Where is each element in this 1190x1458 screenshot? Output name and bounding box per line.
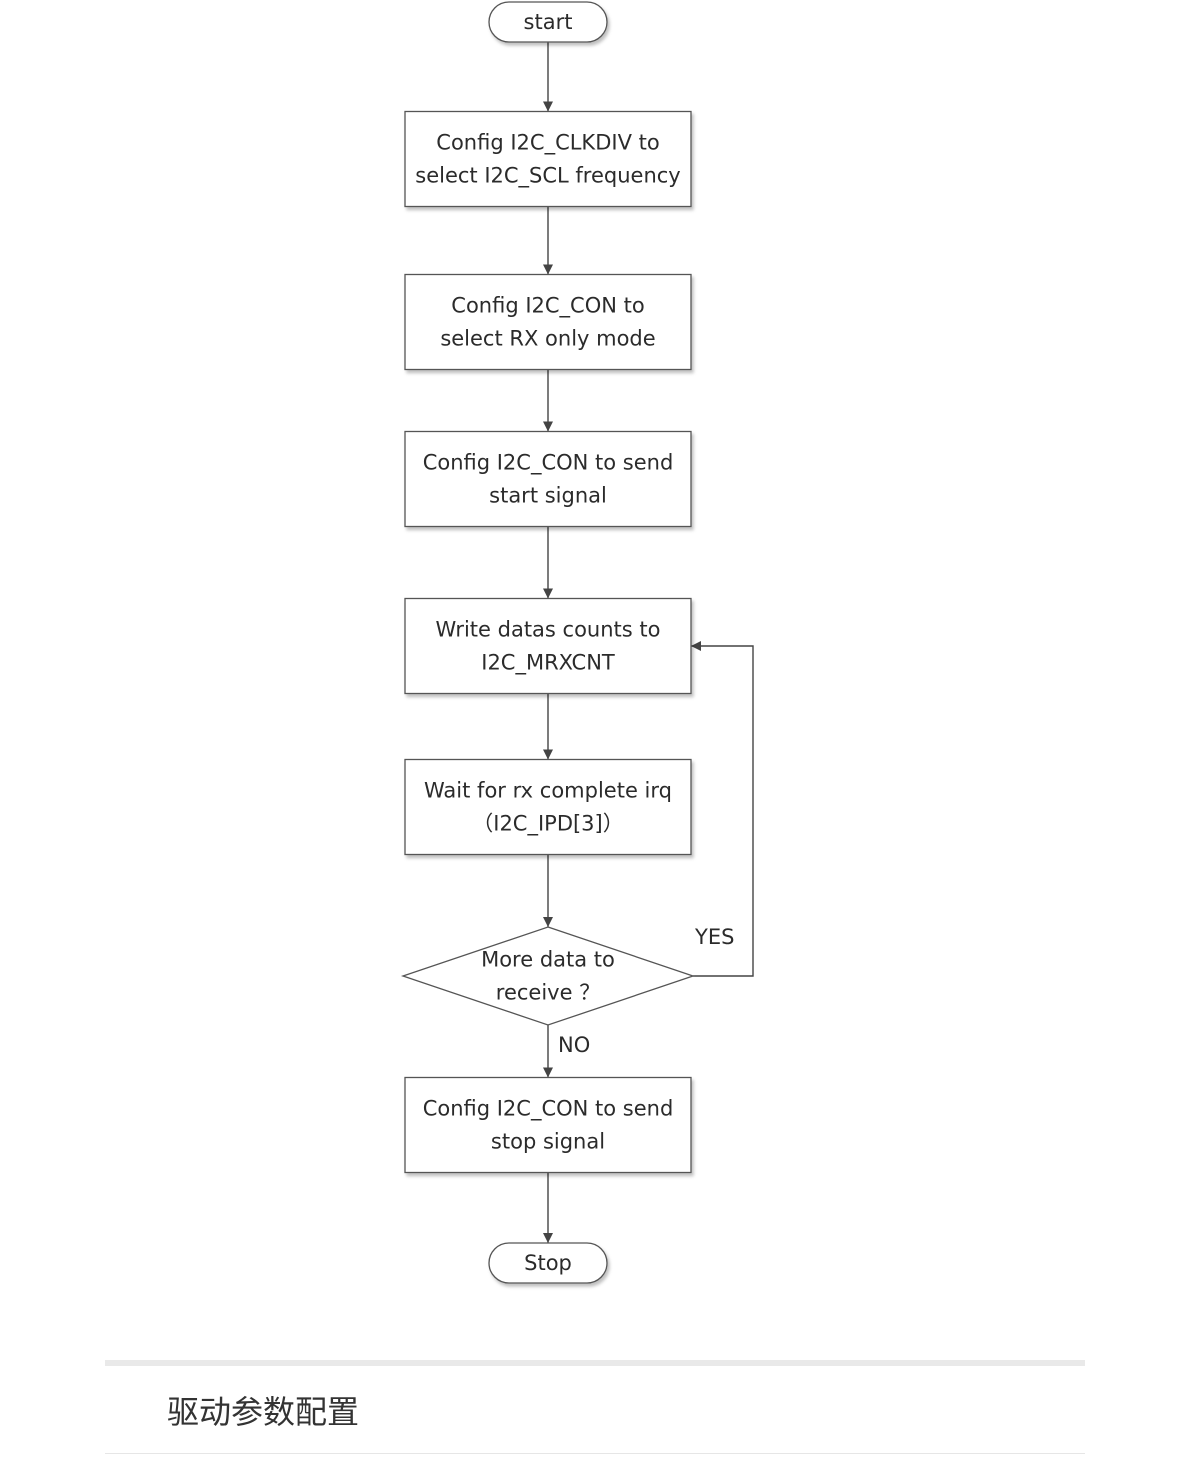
node-label: Config I2C_CON to send xyxy=(423,1097,674,1122)
section-divider-top xyxy=(105,1360,1085,1366)
edge-label-no: NO xyxy=(558,1033,590,1057)
node-label: Wait for rx complete irq xyxy=(424,779,672,803)
process-shape xyxy=(404,597,692,695)
process-shape xyxy=(404,1076,692,1174)
process-shape xyxy=(404,758,692,856)
node-label: Stop xyxy=(524,1251,572,1275)
node-label: Config I2C_CON to send xyxy=(423,451,674,476)
flow-node-config-rx-mode: Config I2C_CON to select RX only mode xyxy=(404,273,692,371)
node-label: Write datas counts to xyxy=(436,618,661,642)
edge-label-yes: YES xyxy=(694,925,734,949)
decision-shape xyxy=(400,926,696,1026)
flow-node-wait-irq: Wait for rx complete irq （I2C_IPD[3]） xyxy=(404,758,692,856)
node-label: Config I2C_CLKDIV to xyxy=(436,131,659,156)
flow-node-config-clkdiv: Config I2C_CLKDIV to select I2C_SCL frequ… xyxy=(404,110,692,208)
node-label: Config I2C_CON to xyxy=(451,294,644,319)
section-title: 驱动参数配置 xyxy=(167,1393,360,1431)
flow-node-send-stop: Config I2C_CON to send stop signal xyxy=(404,1076,692,1174)
node-label: stop signal xyxy=(491,1130,605,1154)
process-shape xyxy=(404,273,692,371)
process-shape xyxy=(404,110,692,208)
flow-node-stop: Stop xyxy=(488,1242,608,1284)
node-label: More data to xyxy=(481,948,615,972)
section-divider-bottom xyxy=(105,1453,1085,1454)
flow-node-send-start: Config I2C_CON to send start signal xyxy=(404,430,692,528)
node-label: （I2C_IPD[3]） xyxy=(472,812,624,837)
flow-edges: YES NO xyxy=(543,42,754,1243)
node-label: receive ？ xyxy=(496,981,600,1005)
flow-node-start: start xyxy=(488,1,608,43)
node-label: select RX only mode xyxy=(440,327,655,351)
section-header: 驱动参数配置 xyxy=(105,1360,1085,1454)
process-shape xyxy=(404,430,692,528)
node-label: start xyxy=(524,10,573,34)
node-label: select I2C_SCL frequency xyxy=(415,164,680,189)
terminal-shape xyxy=(488,1,608,43)
flow-node-more-data: More data to receive ？ xyxy=(400,926,696,1026)
terminal-shape xyxy=(488,1242,608,1284)
flow-edge-more-data-to-write-count xyxy=(691,641,754,977)
node-label: start signal xyxy=(489,484,607,508)
flow-node-write-count: Write datas counts to I2C_MRXCNT xyxy=(404,597,692,695)
node-label: I2C_MRXCNT xyxy=(481,651,615,676)
